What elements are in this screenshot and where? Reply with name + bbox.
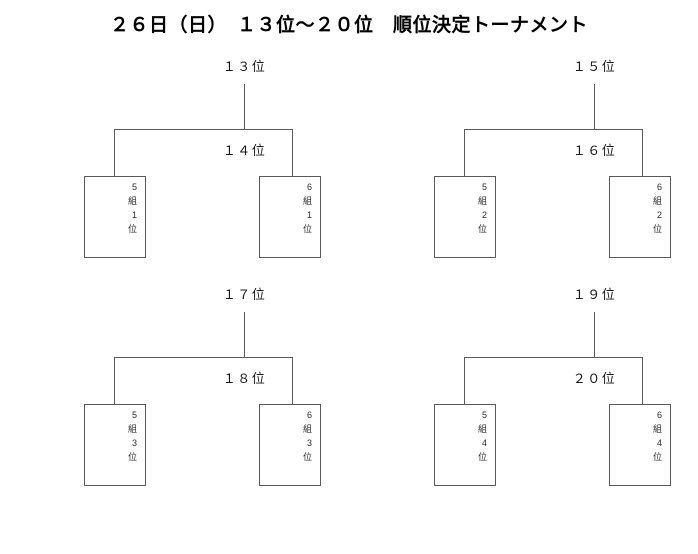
team-box-left: 5 組 4 位 xyxy=(434,404,496,486)
connector-bar xyxy=(114,357,292,358)
team-box-right: 6 組 2 位 xyxy=(609,176,671,258)
bracket-top-label: １９位 xyxy=(572,287,617,302)
team-label: 5 組 1 位 xyxy=(127,182,137,234)
team-label: 6 組 2 位 xyxy=(652,182,662,234)
team-label: 6 組 1 位 xyxy=(302,182,312,234)
bracket-top-label: １５位 xyxy=(572,59,617,74)
connector-stem-right xyxy=(292,129,293,176)
bracket-mid-label: ２０位 xyxy=(572,371,617,386)
connector-stem-top xyxy=(244,312,245,358)
connector-stem-right xyxy=(642,129,643,176)
team-label: 6 組 4 位 xyxy=(652,410,662,462)
connector-stem-top xyxy=(244,84,245,130)
bracket-top-label: １７位 xyxy=(222,287,267,302)
connector-stem-top xyxy=(594,84,595,130)
team-box-left: 5 組 2 位 xyxy=(434,176,496,258)
connector-stem-left xyxy=(114,357,115,404)
connector-stem-left xyxy=(464,357,465,404)
bracket-15-16: １５位 １６位 5 組 2 位 6 組 2 位 xyxy=(420,52,698,287)
team-label: 6 組 3 位 xyxy=(302,410,312,462)
team-label: 5 組 3 位 xyxy=(127,410,137,462)
bracket-19-20: １９位 ２０位 5 組 4 位 6 組 4 位 xyxy=(420,280,698,515)
connector-stem-left xyxy=(114,129,115,176)
bracket-17-18: １７位 １８位 5 組 3 位 6 組 3 位 xyxy=(70,280,419,515)
connector-stem-right xyxy=(292,357,293,404)
page-title: ２６日（日） １３位～２０位 順位決定トーナメント xyxy=(109,15,588,36)
team-box-right: 6 組 3 位 xyxy=(259,404,321,486)
connector-stem-right xyxy=(642,357,643,404)
team-box-right: 6 組 1 位 xyxy=(259,176,321,258)
connector-bar xyxy=(464,129,642,130)
bracket-mid-label: １８位 xyxy=(222,371,267,386)
bracket-13-14: １３位 １４位 5 組 1 位 6 組 1 位 xyxy=(70,52,419,287)
bracket-top-label: １３位 xyxy=(222,59,267,74)
team-label: 5 組 4 位 xyxy=(477,410,487,462)
connector-stem-left xyxy=(464,129,465,176)
team-box-left: 5 組 1 位 xyxy=(84,176,146,258)
team-box-right: 6 組 4 位 xyxy=(609,404,671,486)
connector-stem-top xyxy=(594,312,595,358)
team-box-left: 5 組 3 位 xyxy=(84,404,146,486)
team-label: 5 組 2 位 xyxy=(477,182,487,234)
connector-bar xyxy=(114,129,292,130)
connector-bar xyxy=(464,357,642,358)
bracket-mid-label: １６位 xyxy=(572,143,617,158)
bracket-mid-label: １４位 xyxy=(222,143,267,158)
